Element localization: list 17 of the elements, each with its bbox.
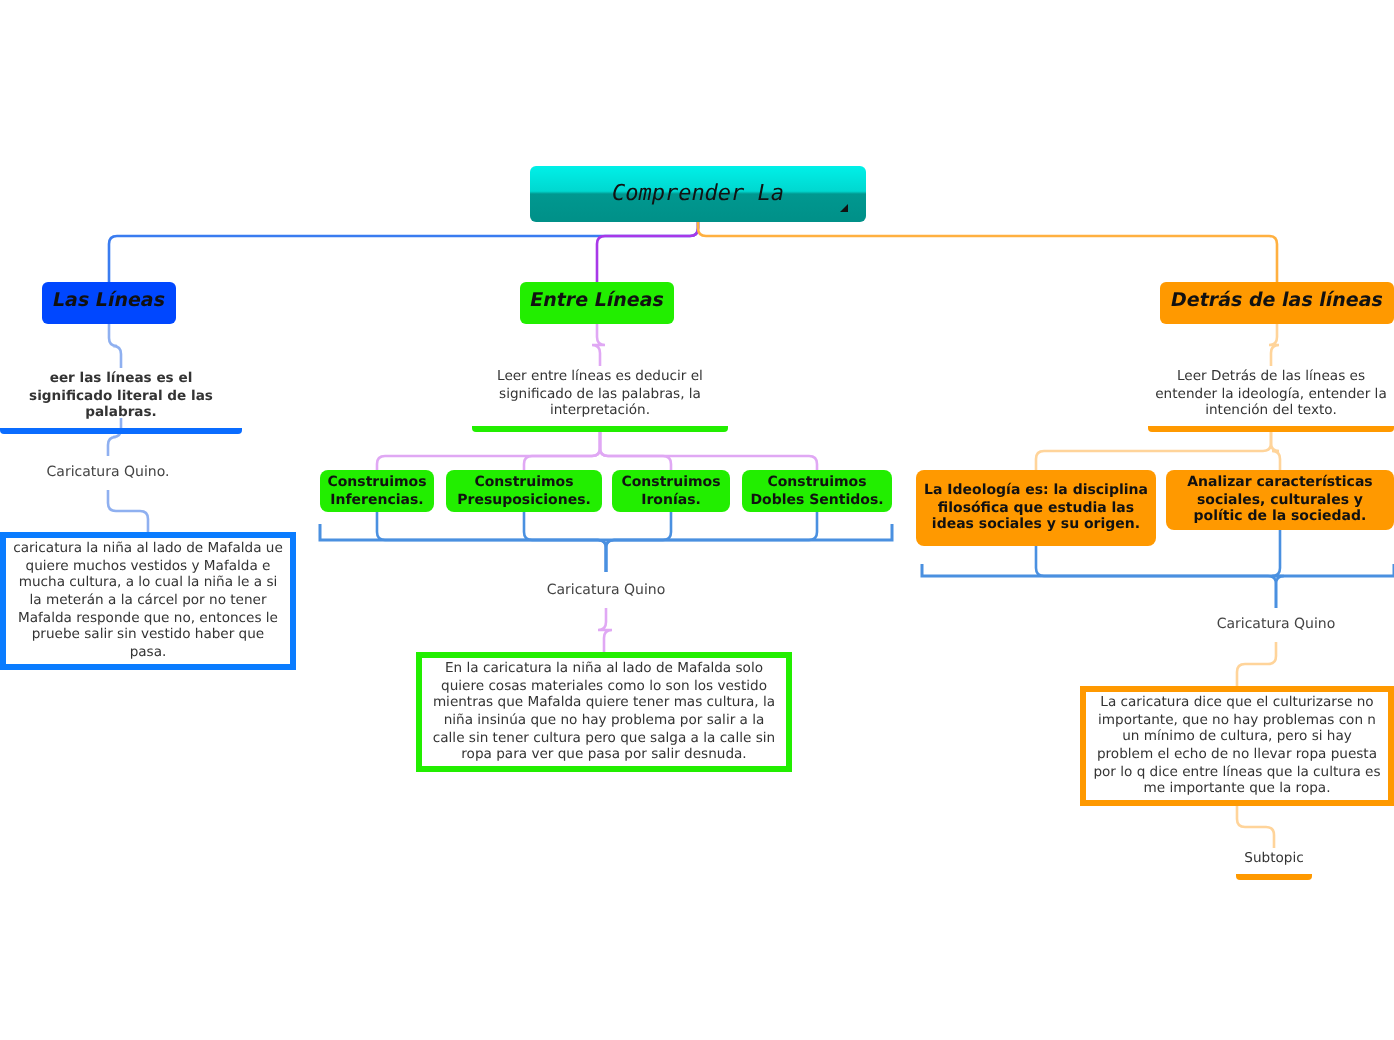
connector-line: [1235, 806, 1276, 848]
connector-line: [1235, 642, 1278, 686]
connector-line: [604, 512, 819, 572]
connector-line: [1270, 530, 1286, 608]
main-topic: Detrás de las líneas: [1160, 282, 1394, 324]
connector-line: [1269, 432, 1282, 470]
connector-line: [590, 324, 607, 366]
connector-line: [106, 418, 123, 456]
connector-line: [696, 222, 1279, 282]
main-topic: Entre Líneas: [520, 282, 674, 324]
connector-line: [1267, 324, 1281, 366]
connector-line: [598, 432, 819, 470]
connector-line: [106, 490, 150, 532]
root-topic: Comprender La: [530, 166, 866, 222]
main-topic: Las Líneas: [42, 282, 176, 324]
connector-line: [596, 608, 614, 652]
connector-line: [107, 324, 123, 368]
